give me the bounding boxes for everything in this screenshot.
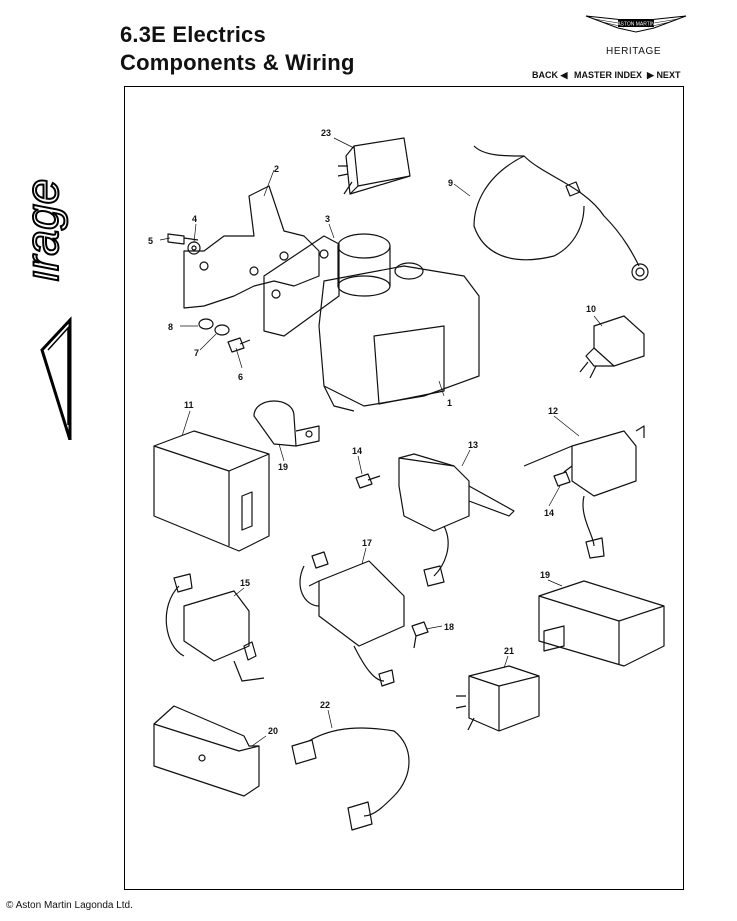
back-link[interactable]: BACK ◀ <box>532 70 567 81</box>
callout-13: 13 <box>468 440 478 450</box>
part-15-relay <box>165 573 265 682</box>
part-18-bolt <box>411 621 429 649</box>
exploded-parts-diagram: 23 2 3 4 5 6 7 8 9 10 1 11 19 14 13 12 1… <box>148 128 665 831</box>
copyright-footer: © Aston Martin Lagonda Ltd. <box>6 900 133 911</box>
part-17-relay <box>299 551 405 687</box>
callout-14-b: 14 <box>544 508 554 518</box>
part-23-relay <box>337 137 411 195</box>
callout-3: 3 <box>325 214 330 224</box>
next-label: NEXT <box>656 70 681 80</box>
part-7-washer <box>214 324 230 336</box>
callout-12: 12 <box>548 406 558 416</box>
page-title-line1: 6.3E Electrics <box>120 22 266 47</box>
callout-6: 6 <box>238 372 243 382</box>
wordmark-text: irage <box>30 179 68 281</box>
callout-23: 23 <box>321 128 331 138</box>
callout-4: 4 <box>192 214 197 224</box>
callout-8: 8 <box>168 322 173 332</box>
logo-maker-text: ASTON MARTIN <box>617 22 655 28</box>
part-2-bracket <box>183 185 320 309</box>
virage-wordmark-logo: irage <box>30 178 72 440</box>
next-arrow-icon: ▶ <box>647 70 654 80</box>
part-9-sensor-lead <box>473 145 649 281</box>
part-19-control-module <box>538 580 665 667</box>
diagram-frame <box>124 86 684 890</box>
callout-2: 2 <box>274 164 279 174</box>
part-13-sensor-bracket <box>398 453 515 587</box>
callout-22: 22 <box>320 700 330 710</box>
callout-15: 15 <box>240 578 250 588</box>
page-title-line2: Components & Wiring <box>120 50 355 75</box>
next-link[interactable]: ▶ NEXT <box>647 70 680 81</box>
part-3-mounting-plate <box>263 235 340 337</box>
part-5-bolt <box>167 233 199 245</box>
callout-1: 1 <box>447 398 452 408</box>
part-12-relay <box>523 425 645 559</box>
part-16-clamp <box>253 400 320 447</box>
part-14-bolt-b <box>553 465 573 487</box>
callout-10: 10 <box>586 304 596 314</box>
callout-9: 9 <box>448 178 453 188</box>
callout-16: 19 <box>278 462 288 472</box>
master-index-label: MASTER INDEX <box>574 70 643 80</box>
aston-martin-wings-logo: ASTON MARTIN <box>585 15 687 33</box>
part-4-washer <box>187 241 201 255</box>
part-8-washer <box>198 318 214 330</box>
part-11-control-module <box>153 430 270 552</box>
callout-18: 18 <box>444 622 454 632</box>
part-10-relay <box>579 315 645 379</box>
part-14-bolt <box>355 473 381 489</box>
callout-5: 5 <box>148 236 153 246</box>
part-21-relay <box>455 665 540 732</box>
callout-20: 20 <box>268 726 278 736</box>
part-1-modulator-unit <box>318 233 480 412</box>
part-6-bolt <box>227 337 251 353</box>
part-20-bracket <box>153 705 260 797</box>
callout-14-a: 14 <box>352 446 362 456</box>
heritage-label: HERITAGE <box>606 46 662 57</box>
callout-7: 7 <box>194 348 199 358</box>
callout-17: 17 <box>362 538 372 548</box>
callout-19: 19 <box>540 570 550 580</box>
back-label: BACK <box>532 70 558 80</box>
callout-21: 21 <box>504 646 514 656</box>
back-arrow-icon: ◀ <box>560 70 568 80</box>
part-22-adapter-harness <box>291 727 410 831</box>
callout-labels: 23 2 3 4 5 6 7 8 9 10 1 11 19 14 13 12 1… <box>148 128 596 736</box>
callout-11: 11 <box>184 400 194 410</box>
master-index-link[interactable]: MASTER INDEX <box>574 70 642 80</box>
